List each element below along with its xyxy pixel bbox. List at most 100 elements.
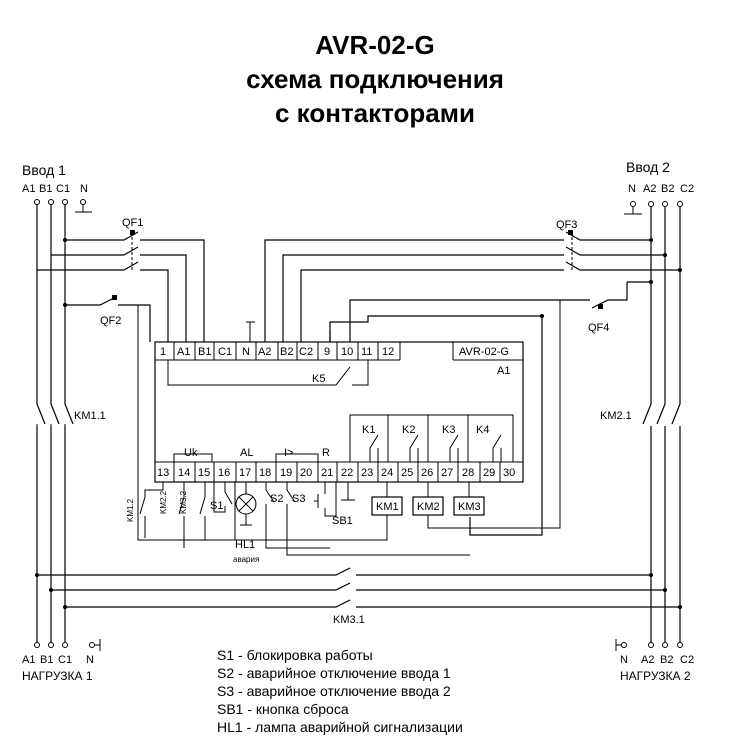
- title-line-2: схема подключения: [246, 64, 504, 94]
- bottom-terminal-16: 16: [218, 467, 230, 479]
- sb1-button: SB1: [314, 482, 355, 527]
- load-2-phase-n: N: [620, 654, 628, 666]
- bottom-terminal-28: 28: [462, 467, 474, 479]
- top-terminal-1: 1: [160, 346, 166, 358]
- legend-item-s2: S2 - аварийное отключение ввода 1: [217, 665, 451, 681]
- group-ov-label: I>: [284, 447, 293, 459]
- bottom-terminal-13: 13: [157, 467, 169, 479]
- legend-item-sb1: SB1 - кнопка сброса: [217, 701, 349, 717]
- top-terminal-11: 11: [361, 346, 372, 358]
- coil-km3-label: KM3: [458, 501, 481, 513]
- load-2-terminals: N A2 B2 C2 НАГРУЗКА 2: [615, 639, 694, 683]
- bottom-terminal-29: 29: [483, 467, 495, 479]
- relay-k3-label: K3: [442, 424, 455, 436]
- s2-label: S2: [270, 493, 283, 505]
- load-1-label: НАГРУЗКА 1: [22, 669, 93, 683]
- group-uk-label: Uk: [184, 447, 198, 459]
- device-ref: A1: [497, 365, 510, 377]
- top-terminal-4: C1: [218, 346, 232, 358]
- input-2-bus: [624, 201, 683, 642]
- top-terminal-6: A2: [258, 346, 271, 358]
- top-terminal-2: A1: [177, 346, 190, 358]
- s1-switch: S1: [210, 482, 233, 513]
- km1-1-contactor: KM1.1: [36, 403, 106, 426]
- km1-1-label: KM1.1: [74, 410, 106, 422]
- input-1-bus: [34, 199, 92, 642]
- input-1-phase-c: C1: [56, 183, 70, 195]
- sb1-label: SB1: [332, 515, 353, 527]
- s2-s3-switches: S2 S3: [265, 482, 470, 556]
- s3-label: S3: [292, 493, 305, 505]
- k5-contact: K5: [167, 360, 369, 386]
- load-1-terminals: A1 B1 C1 N НАГРУЗКА 1: [22, 639, 101, 683]
- bottom-terminal-26: 26: [421, 467, 433, 479]
- load-1-phase-n: N: [86, 654, 94, 666]
- bottom-terminal-30: 30: [503, 467, 515, 479]
- bottom-terminal-27: 27: [441, 467, 453, 479]
- bottom-terminal-strip: 13 14 15 16 17 18 19 20 21 22 23 24 25 2…: [157, 462, 515, 482]
- input-2-phase-n: N: [628, 183, 636, 195]
- aux-km1-2-label: KM1.2: [126, 498, 135, 522]
- bottom-terminal-20: 20: [300, 467, 312, 479]
- title-line-3: с контакторами: [275, 98, 475, 128]
- bottom-terminal-18: 18: [259, 467, 271, 479]
- input-1-label: Ввод 1: [22, 162, 66, 178]
- bottom-terminal-25: 25: [401, 467, 413, 479]
- input-2-label: Ввод 2: [626, 159, 670, 175]
- km2-1-label: KM2.1: [600, 410, 632, 422]
- qf4-label: QF4: [588, 322, 609, 334]
- coil-km1-label: KM1: [376, 501, 399, 513]
- qf3-breaker: QF3: [264, 219, 680, 342]
- top-terminal-strip: 1 A1 B1 C1 N A2 B2 C2 9 10 11 12: [160, 342, 394, 360]
- bottom-terminal-23: 23: [361, 467, 373, 479]
- km3-1-label: KM3.1: [333, 614, 365, 626]
- top-terminal-12: 12: [382, 346, 394, 358]
- legend-item-s3: S3 - аварийное отключение ввода 2: [217, 683, 451, 699]
- title-line-1: AVR-02-G: [315, 30, 435, 60]
- avr-device: AVR-02-G A1: [154, 341, 524, 483]
- input-1-phase-n: N: [80, 183, 88, 195]
- legend: S1 - блокировка работы S2 - аварийное от…: [217, 646, 463, 736]
- bottom-terminal-22: 22: [341, 467, 353, 479]
- bottom-terminal-21: 21: [321, 467, 333, 479]
- bottom-terminal-19: 19: [280, 467, 292, 479]
- top-terminal-5: N: [242, 346, 250, 358]
- relay-k2-label: K2: [402, 424, 415, 436]
- top-terminal-7: B2: [280, 346, 293, 358]
- load-1-phase-c: C1: [58, 654, 72, 666]
- top-terminal-9: 9: [324, 346, 330, 358]
- coils: KM1 KM2 KM3: [137, 300, 561, 541]
- legend-item-s1: S1 - блокировка работы: [217, 647, 373, 663]
- qf2-breaker: QF2: [65, 295, 151, 342]
- qf1-feed: [37, 254, 65, 271]
- legend-item-hl1: HL1 - лампа аварийной сигнализации: [217, 719, 463, 735]
- relay-k4-label: K4: [476, 424, 489, 436]
- group-al-label: AL: [240, 447, 253, 459]
- qf3-label: QF3: [556, 219, 577, 231]
- qf1-label: QF1: [122, 217, 143, 229]
- group-r-label: R: [322, 447, 330, 459]
- aux-km2-2-label: KM2.2: [159, 490, 168, 514]
- device-name: AVR-02-G: [459, 346, 509, 358]
- input-2-phase-a: A2: [643, 183, 656, 195]
- bottom-terminal-17: 17: [239, 467, 251, 479]
- top-terminal-3: B1: [198, 346, 211, 358]
- top-terminal-10: 10: [341, 346, 353, 358]
- qf1-breaker: QF1: [65, 217, 205, 342]
- load-2-phase-b: B2: [660, 654, 673, 666]
- km2-1-contactor: KM2.1: [600, 403, 681, 425]
- bottom-terminal-15: 15: [198, 467, 210, 479]
- bottom-terminal-24: 24: [381, 467, 393, 479]
- load-1-phase-b: B1: [40, 654, 53, 666]
- input-1-phase-a: A1: [22, 183, 35, 195]
- load-2-phase-c: C2: [680, 654, 694, 666]
- k5-label: K5: [312, 373, 325, 385]
- coil-km2-label: KM2: [417, 501, 440, 513]
- hl1-label: HL1: [235, 539, 255, 551]
- load-1-phase-a: A1: [22, 654, 35, 666]
- bottom-terminal-14: 14: [178, 467, 190, 479]
- input-2-phase-c: C2: [680, 183, 694, 195]
- n-ground-top: [246, 321, 255, 342]
- input-1-phase-b: B1: [39, 183, 52, 195]
